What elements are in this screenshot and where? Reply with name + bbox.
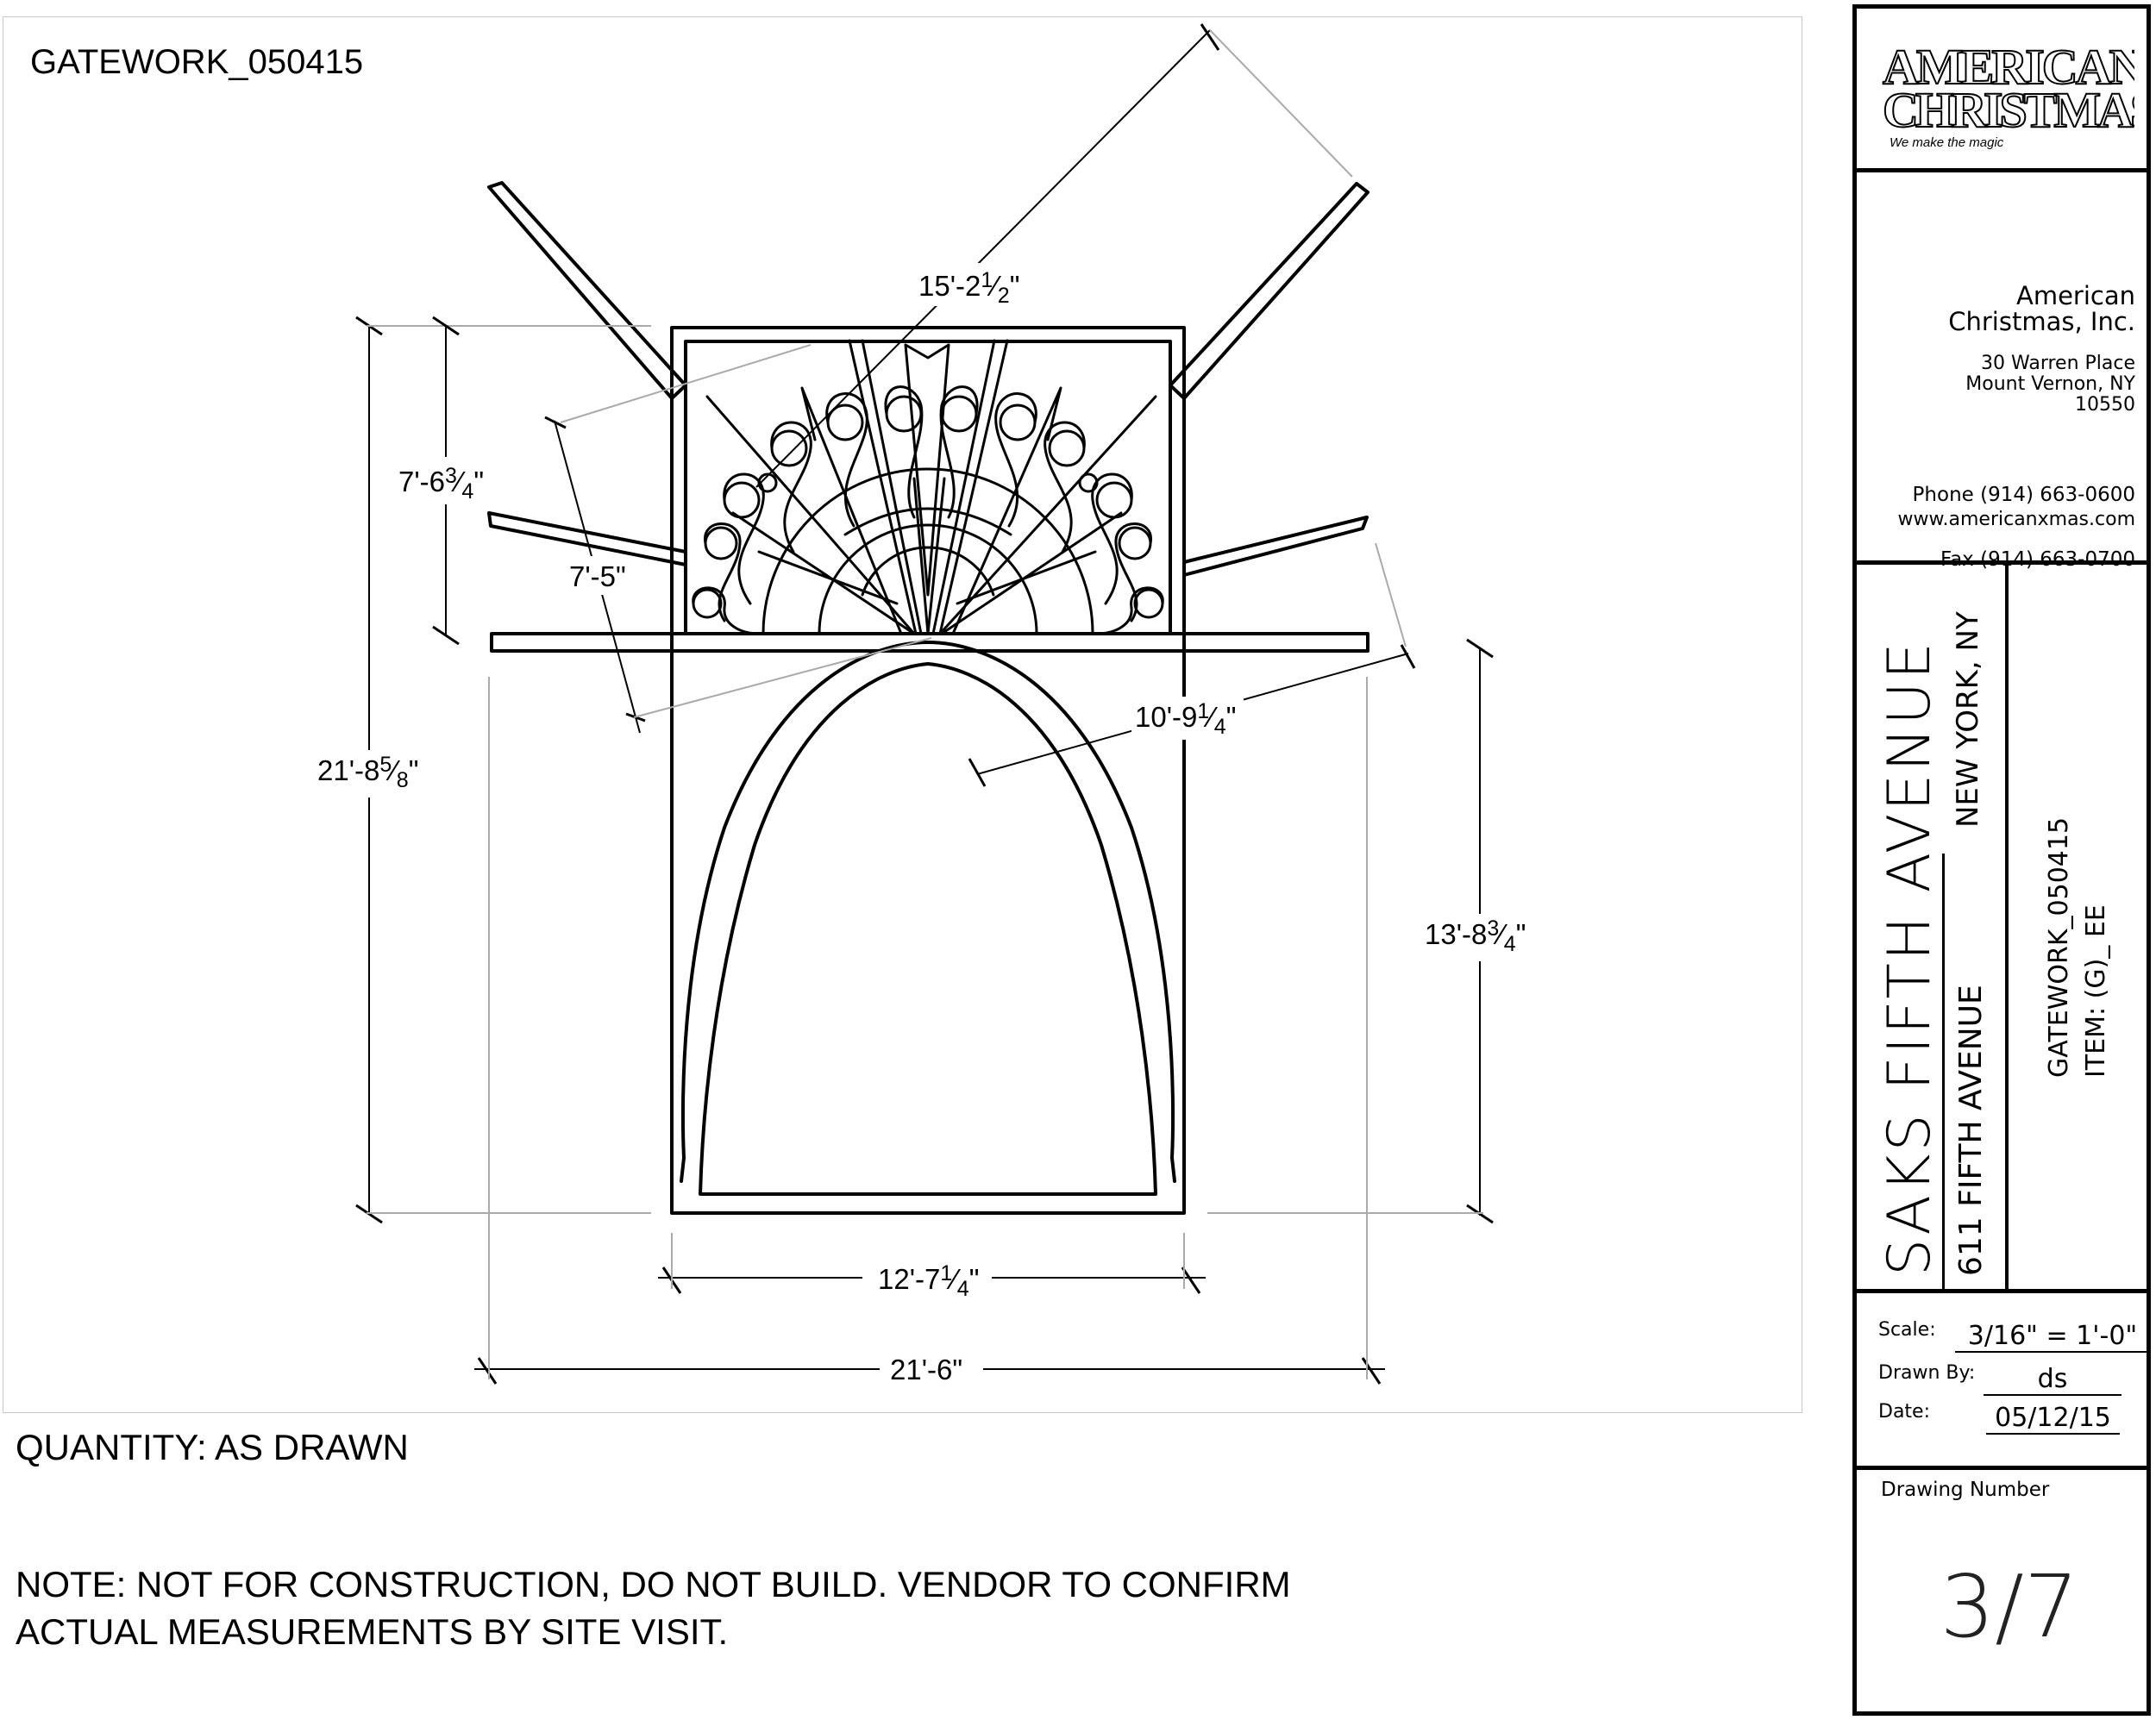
radial-arcs xyxy=(761,467,1094,635)
gate-panel-outer xyxy=(670,326,1186,1215)
quantity-note: QUANTITY: AS DRAWN xyxy=(16,1427,409,1467)
title-block-divider xyxy=(1852,1466,2151,1470)
diagonal-rays xyxy=(487,181,1369,577)
scale-label: Scale: xyxy=(1878,1319,1936,1341)
address-line-2: Mount Vernon, NY xyxy=(1965,373,2135,395)
project-underline xyxy=(1942,854,1945,1289)
construction-note: NOTE: NOT FOR CONSTRUCTION, DO NOT BUILD… xyxy=(16,1561,1482,1655)
date-label: Date: xyxy=(1878,1401,1930,1423)
project-city: NEW YORK, NY xyxy=(1951,611,1985,828)
date-value: 05/12/15 xyxy=(1986,1403,2120,1435)
company-name: American Christmas, Inc. xyxy=(1948,283,2135,335)
company-address: 30 Warren Place Mount Vernon, NY 10550 xyxy=(1965,353,2135,416)
drawing-frame xyxy=(3,16,1802,1413)
gatework-drawing: 15'-21⁄2" 7'-63⁄4" 7'-5" 21'-85⁄8" 10'-9… xyxy=(315,23,1542,1390)
dimension-labels: 15'-21⁄2" 7'-63⁄4" 7'-5" 21'-85⁄8" 10'-9… xyxy=(315,263,1542,1390)
item-label: ITEM: (G)_ EE xyxy=(2081,904,2111,1078)
sheet-title: GATEWORK_050415 xyxy=(30,43,364,81)
drawing-number-label: Drawing Number xyxy=(1881,1479,2050,1501)
drawn-by-label: Drawn By: xyxy=(1878,1362,1976,1384)
company-website[interactable]: www.americanxmas.com xyxy=(1897,509,2135,530)
company-logo: AMERICAN CHRISTMAS We make the magic xyxy=(1876,30,2156,151)
logo-text-2: CHRISTMAS xyxy=(1883,82,2134,138)
company-name-line-1: American xyxy=(2015,281,2135,310)
scrollwork xyxy=(692,385,1164,635)
dim-overall-width: 21'-6" xyxy=(890,1354,962,1385)
note-line-2: ACTUAL MEASUREMENTS BY SITE VISIT. xyxy=(16,1611,729,1652)
address-line-3: 10550 xyxy=(2075,394,2135,416)
logo-tagline: We make the magic xyxy=(1890,135,2004,150)
dim-right-height: 13'-83⁄4" xyxy=(1425,916,1526,956)
drawing-number: 3/7 xyxy=(1940,1556,2079,1657)
address-line-1: 30 Warren Place xyxy=(1981,353,2135,374)
gothic-arch xyxy=(680,641,1176,1196)
title-block-divider xyxy=(1852,560,2151,565)
phone-number: Phone (914) 663-0600 xyxy=(1912,484,2135,506)
logo-text-1: AMERICAN xyxy=(1883,39,2134,95)
dim-panel-width: 12'-71⁄4" xyxy=(878,1261,979,1301)
item-code: GATEWORK_050415 xyxy=(2044,816,2074,1078)
scale-value: 3/16" = 1'-0" xyxy=(1955,1321,2150,1353)
project-street: 611 FIFTH AVENUE xyxy=(1953,985,1989,1276)
fax-number: Fax (914) 663-0700 xyxy=(1940,548,2135,571)
title-block-vertical-divider xyxy=(2005,560,2009,1292)
title-block-divider xyxy=(1852,168,2151,172)
title-block-divider xyxy=(1852,1289,2151,1293)
note-line-1: NOTE: NOT FOR CONSTRUCTION, DO NOT BUILD… xyxy=(16,1564,1291,1604)
title-block xyxy=(1852,4,2151,1716)
horizontal-bar xyxy=(490,632,1369,653)
sunburst-rays xyxy=(705,339,1157,635)
project-name: SAKS FIFTH AVENUE xyxy=(1876,640,1944,1276)
dim-overall-height: 21'-85⁄8" xyxy=(317,753,418,792)
company-name-line-2: Christmas, Inc. xyxy=(1948,307,2135,336)
drawn-by-value: ds xyxy=(1984,1364,2122,1396)
dim-diag-left: 7'-5" xyxy=(569,560,626,592)
company-contact: Phone (914) 663-0600 Fax (914) 663-0700 xyxy=(1913,441,2135,592)
dim-top-diag: 15'-21⁄2" xyxy=(918,268,1019,308)
